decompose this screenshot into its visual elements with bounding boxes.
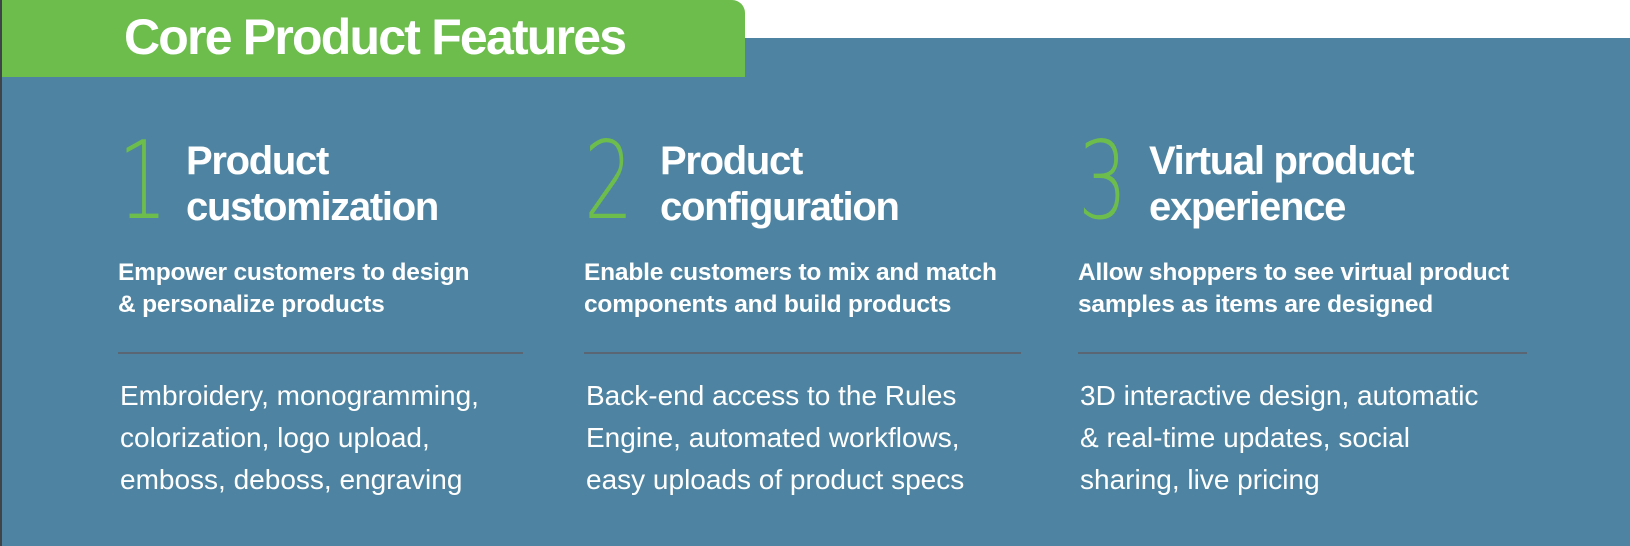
left-edge-border	[0, 0, 2, 546]
feature-subtitle-line: samples as items are designed	[1078, 291, 1434, 318]
feature-subtitle-line: Empower customers to design	[118, 259, 470, 286]
feature-divider	[1078, 352, 1527, 354]
feature-heading: Product customization	[186, 138, 439, 230]
feature-description-line: colorization, logo upload,	[120, 422, 430, 453]
feature-heading-line: configuration	[660, 185, 900, 229]
feature-description-line: emboss, deboss, engraving	[120, 464, 463, 495]
feature-heading: Product configuration	[660, 138, 900, 230]
feature-subtitle-line: components and build products	[584, 291, 952, 318]
feature-divider	[584, 352, 1021, 354]
feature-subtitle: Empower customers to design & personaliz…	[118, 257, 469, 321]
feature-description-line: easy uploads of product specs	[586, 464, 965, 495]
feature-description-line: Back-end access to the Rules	[586, 380, 957, 411]
feature-subtitle-line: Allow shoppers to see virtual product	[1078, 259, 1509, 286]
feature-description-line: 3D interactive design, automatic	[1080, 380, 1479, 411]
feature-divider	[118, 352, 523, 354]
feature-number: 3	[1078, 119, 1128, 244]
feature-subtitle: Allow shoppers to see virtual product sa…	[1078, 257, 1509, 321]
page-title: Core Product Features	[124, 9, 627, 65]
feature-heading-line: customization	[186, 185, 439, 229]
feature-description: 3D interactive design, automatic & real-…	[1080, 375, 1478, 501]
feature-heading-line: Product	[186, 139, 329, 183]
features-panel	[0, 38, 1630, 546]
feature-number: 1	[118, 119, 168, 244]
feature-heading-line: experience	[1149, 185, 1346, 229]
title-tab: Core Product Features	[0, 0, 745, 77]
feature-description-line: sharing, live pricing	[1080, 464, 1320, 495]
feature-subtitle: Enable customers to mix and match compon…	[584, 257, 997, 321]
feature-description-line: Embroidery, monogramming,	[120, 380, 479, 411]
feature-description: Back-end access to the Rules Engine, aut…	[586, 375, 964, 501]
feature-description: Embroidery, monogramming, colorization, …	[120, 375, 479, 501]
feature-heading: Virtual product experience	[1149, 138, 1415, 230]
feature-heading-line: Product	[660, 139, 803, 183]
feature-subtitle-line: Enable customers to mix and match	[584, 259, 997, 286]
feature-description-line: Engine, automated workflows,	[586, 422, 960, 453]
feature-subtitle-line: & personalize products	[118, 291, 385, 318]
feature-heading-line: Virtual product	[1149, 139, 1415, 183]
feature-description-line: & real-time updates, social	[1080, 422, 1410, 453]
feature-number: 2	[584, 119, 634, 244]
